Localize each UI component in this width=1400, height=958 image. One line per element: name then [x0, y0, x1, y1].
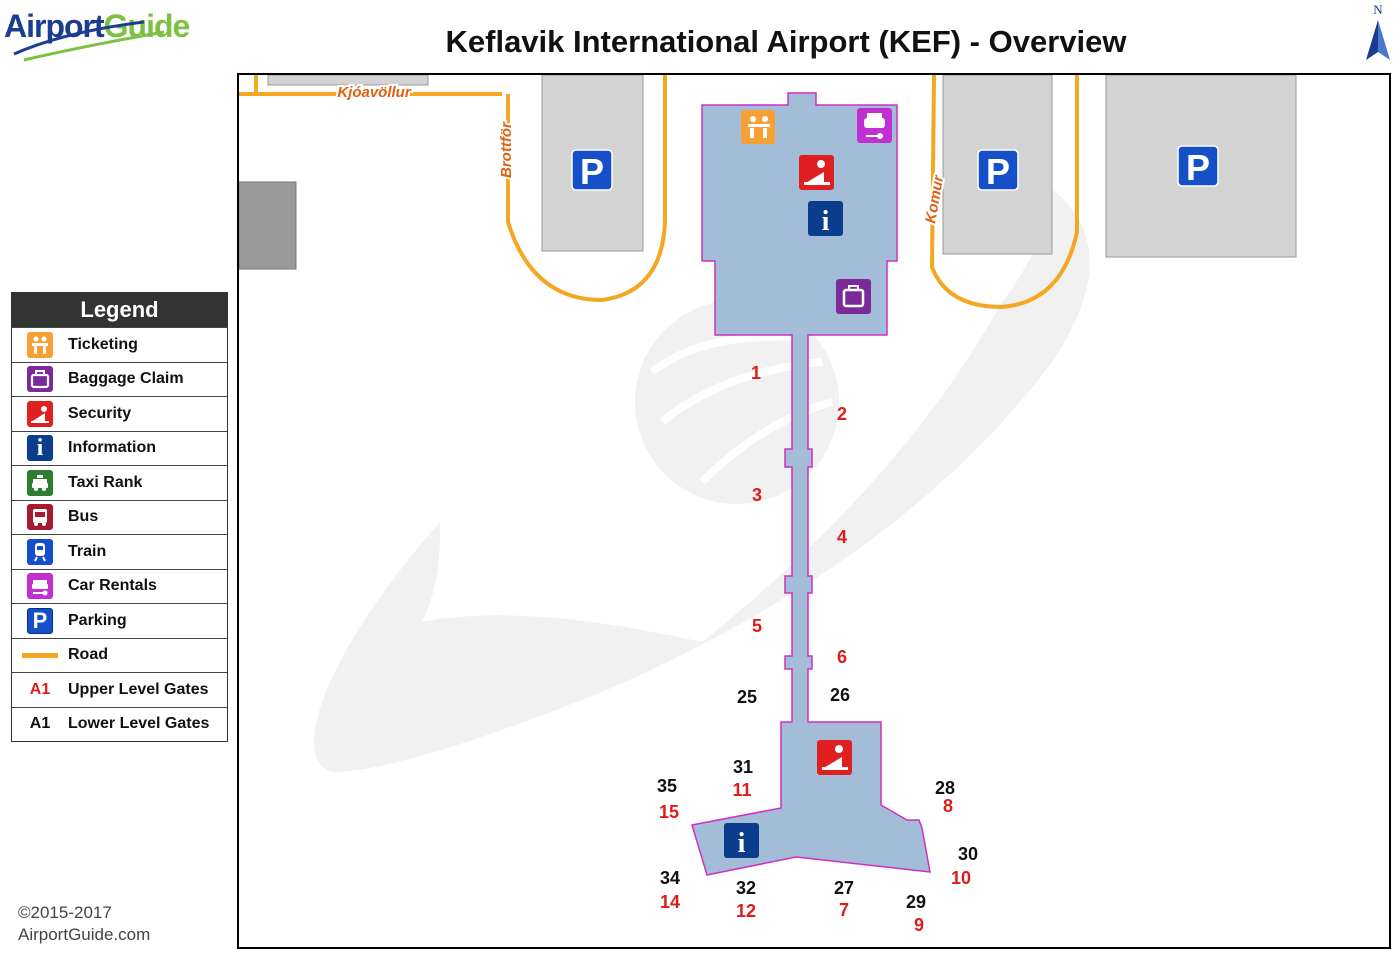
page-title: Keflavik International Airport (KEF) - O…	[445, 24, 1127, 59]
legend-label: Security	[68, 404, 132, 422]
security-icon[interactable]	[799, 155, 834, 190]
baggage-claim-icon	[27, 366, 53, 393]
security-icon	[27, 400, 53, 427]
upper-gate-4[interactable]: 4	[837, 527, 847, 547]
legend-item-information: i Information	[12, 430, 227, 466]
north-arrow-icon	[1366, 20, 1390, 60]
upper-gate-3[interactable]: 3	[752, 485, 762, 505]
lower-gate-31[interactable]: 31	[733, 757, 753, 777]
legend-label: Bus	[68, 508, 99, 526]
legend-item-lower-level-gates: A1 Lower Level Gates	[12, 706, 227, 742]
svg-text:P: P	[580, 151, 604, 192]
upper-gate-7[interactable]: 7	[839, 900, 849, 920]
legend-label: Road	[68, 646, 108, 664]
lower-gate-29[interactable]: 29	[906, 892, 926, 912]
building-block-north	[267, 75, 429, 86]
north-arrow: N	[1360, 2, 1396, 64]
legend-heading: Legend	[12, 293, 227, 327]
legend-item-taxi-rank: Taxi Rank	[12, 465, 227, 500]
parking-icon-east[interactable]: P	[977, 149, 1019, 192]
lower-gate-30[interactable]: 30	[958, 844, 978, 864]
upper-gate-2[interactable]: 2	[837, 404, 847, 424]
legend-item-road: Road	[12, 637, 227, 673]
information-icon[interactable]: i	[808, 201, 843, 237]
upper-gate-12[interactable]: 12	[736, 901, 756, 921]
lower-gate-25[interactable]: 25	[737, 687, 757, 707]
upper-gate-1[interactable]: 1	[751, 363, 761, 383]
parking-icon-far-east[interactable]: P	[1177, 145, 1219, 188]
building-block-west	[239, 181, 297, 270]
upper-gate-5[interactable]: 5	[752, 616, 762, 636]
road-komur	[929, 75, 1079, 310]
watermark-logo	[314, 182, 1090, 772]
lower-gate-32[interactable]: 32	[736, 878, 756, 898]
bus-icon	[27, 504, 53, 531]
legend-label: Lower Level Gates	[68, 715, 210, 733]
legend-label: Taxi Rank	[68, 473, 143, 491]
copyright-site[interactable]: AirportGuide.com	[18, 925, 151, 944]
taxi-icon	[27, 469, 53, 496]
parking-icon-west[interactable]: P	[571, 149, 613, 192]
lower-gate-26[interactable]: 26	[830, 685, 850, 705]
lower-gate-35[interactable]: 35	[657, 776, 677, 796]
legend-label: Ticketing	[68, 335, 138, 353]
ticketing-icon[interactable]	[741, 110, 775, 144]
roads	[239, 75, 1079, 310]
lower-gate-swatch: A1	[29, 715, 51, 733]
upper-gate-swatch: A1	[29, 680, 51, 698]
legend-label: Car Rentals	[68, 577, 157, 595]
legend-label: Information	[68, 439, 156, 457]
upper-gate-15[interactable]: 15	[659, 802, 679, 822]
car-rental-icon	[27, 573, 53, 600]
legend-item-baggage-claim: Baggage Claim	[12, 361, 227, 397]
north-label: N	[1373, 2, 1383, 17]
legend-item-upper-level-gates: A1 Upper Level Gates	[12, 672, 227, 707]
copyright-years: ©2015-2017	[18, 903, 112, 922]
logo-swoosh-icon	[13, 20, 165, 62]
road-label-brottfor: Brottför	[498, 121, 515, 178]
legend-item-security: Security	[12, 396, 227, 431]
legend-item-bus: Bus	[12, 499, 227, 535]
svg-text:i: i	[738, 828, 746, 859]
legend-label: Train	[68, 542, 107, 560]
car-rental-icon[interactable]	[857, 108, 892, 143]
road-swatch	[22, 652, 58, 658]
legend-label: Upper Level Gates	[68, 680, 209, 698]
legend-label: Parking	[68, 611, 127, 629]
road-label-kjoavollur: Kjóavöllur	[337, 84, 412, 101]
svg-text:P: P	[1186, 147, 1210, 188]
road-brottfor	[506, 75, 667, 303]
logo-wordmark: AirportGuide	[4, 8, 190, 44]
parking-icon: P	[27, 607, 53, 634]
svg-text:P: P	[986, 151, 1010, 192]
gate-labels: 1 2 3 4 5 6 7 8 9 10 11 12 14 15 25 26 2…	[657, 363, 978, 935]
legend-item-car-rentals: Car Rentals	[12, 568, 227, 604]
ticketing-icon	[27, 331, 53, 358]
baggage-claim-icon[interactable]	[836, 279, 871, 314]
lower-gate-28[interactable]: 28	[935, 778, 955, 798]
security-icon-south[interactable]	[817, 740, 852, 775]
information-icon-south[interactable]: i	[724, 823, 759, 859]
legend-item-parking: P Parking	[12, 603, 227, 638]
lower-gate-34[interactable]: 34	[660, 868, 680, 888]
map-legend: Legend Ticketing Baggage Claim Security …	[11, 292, 228, 742]
copyright: ©2015-2017 AirportGuide.com	[18, 902, 150, 946]
upper-gate-11[interactable]: 11	[732, 780, 751, 800]
upper-gate-8[interactable]: 8	[943, 796, 953, 816]
upper-gate-9[interactable]: 9	[914, 915, 924, 935]
upper-gate-6[interactable]: 6	[837, 647, 847, 667]
legend-label: Baggage Claim	[68, 370, 184, 388]
lower-gate-27[interactable]: 27	[834, 878, 854, 898]
upper-gate-14[interactable]: 14	[660, 892, 680, 912]
upper-gate-10[interactable]: 10	[951, 868, 971, 888]
airport-map[interactable]: Kjóavöllur Brottför Komur i	[237, 73, 1391, 949]
legend-item-train: Train	[12, 534, 227, 569]
terminal-map-svg[interactable]: Kjóavöllur Brottför Komur i	[239, 75, 1389, 947]
information-icon: i	[27, 435, 53, 462]
svg-text:i: i	[822, 206, 830, 237]
legend-item-ticketing: Ticketing	[12, 327, 227, 362]
train-icon	[27, 538, 53, 565]
airportguide-logo: AirportGuide	[4, 2, 204, 68]
